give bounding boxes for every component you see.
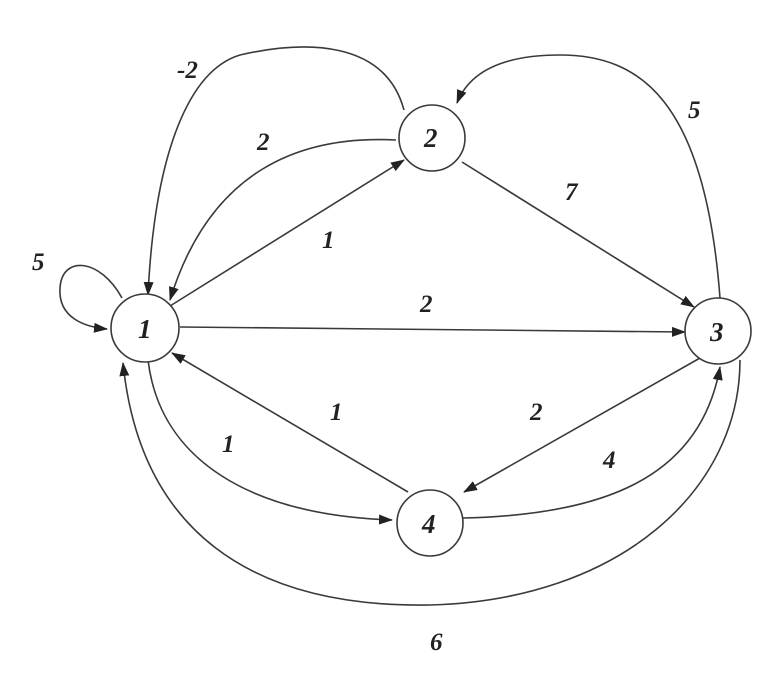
node-3-label: 3 xyxy=(709,317,724,347)
node-4: 4 xyxy=(396,489,464,557)
edge-1-4 xyxy=(147,359,393,525)
weight-e-3-4: 2 xyxy=(529,399,543,426)
edge-3-2 xyxy=(456,54,721,299)
weight-e-2-3: 7 xyxy=(565,179,579,206)
edge-1-1 xyxy=(59,264,123,333)
edge-labels: 5 -2 2 1 7 5 2 1 1 2 4 6 xyxy=(32,57,701,656)
edge-3-4 xyxy=(463,357,701,493)
edge-2-1-outer xyxy=(143,46,405,296)
weight-e-4-3: 4 xyxy=(602,447,616,474)
edges xyxy=(59,46,741,606)
weight-e-2-1-inner: 2 xyxy=(256,129,270,156)
node-3: 3 xyxy=(684,297,752,365)
edge-1-3 xyxy=(179,326,686,337)
edge-1-2 xyxy=(169,159,405,307)
edge-4-3 xyxy=(462,366,723,519)
edge-2-1-inner xyxy=(169,138,397,301)
weight-e-3-1: 6 xyxy=(430,629,443,656)
weight-e-2-1-outer: -2 xyxy=(177,57,198,84)
weight-e-4-1: 1 xyxy=(330,399,343,426)
weight-e-1-4: 1 xyxy=(222,431,235,458)
weight-e-1-1: 5 xyxy=(32,249,45,276)
weight-e-3-2: 5 xyxy=(688,97,701,124)
edge-3-1 xyxy=(119,359,741,606)
edge-2-3 xyxy=(461,161,695,308)
weight-e-1-2: 1 xyxy=(322,227,335,254)
node-2: 2 xyxy=(398,104,466,172)
weight-e-1-3: 2 xyxy=(419,291,433,318)
node-1: 1 xyxy=(110,293,180,363)
node-4-label: 4 xyxy=(421,509,436,539)
node-1-label: 1 xyxy=(138,314,152,344)
edge-4-1 xyxy=(171,352,409,493)
node-2-label: 2 xyxy=(423,123,438,153)
